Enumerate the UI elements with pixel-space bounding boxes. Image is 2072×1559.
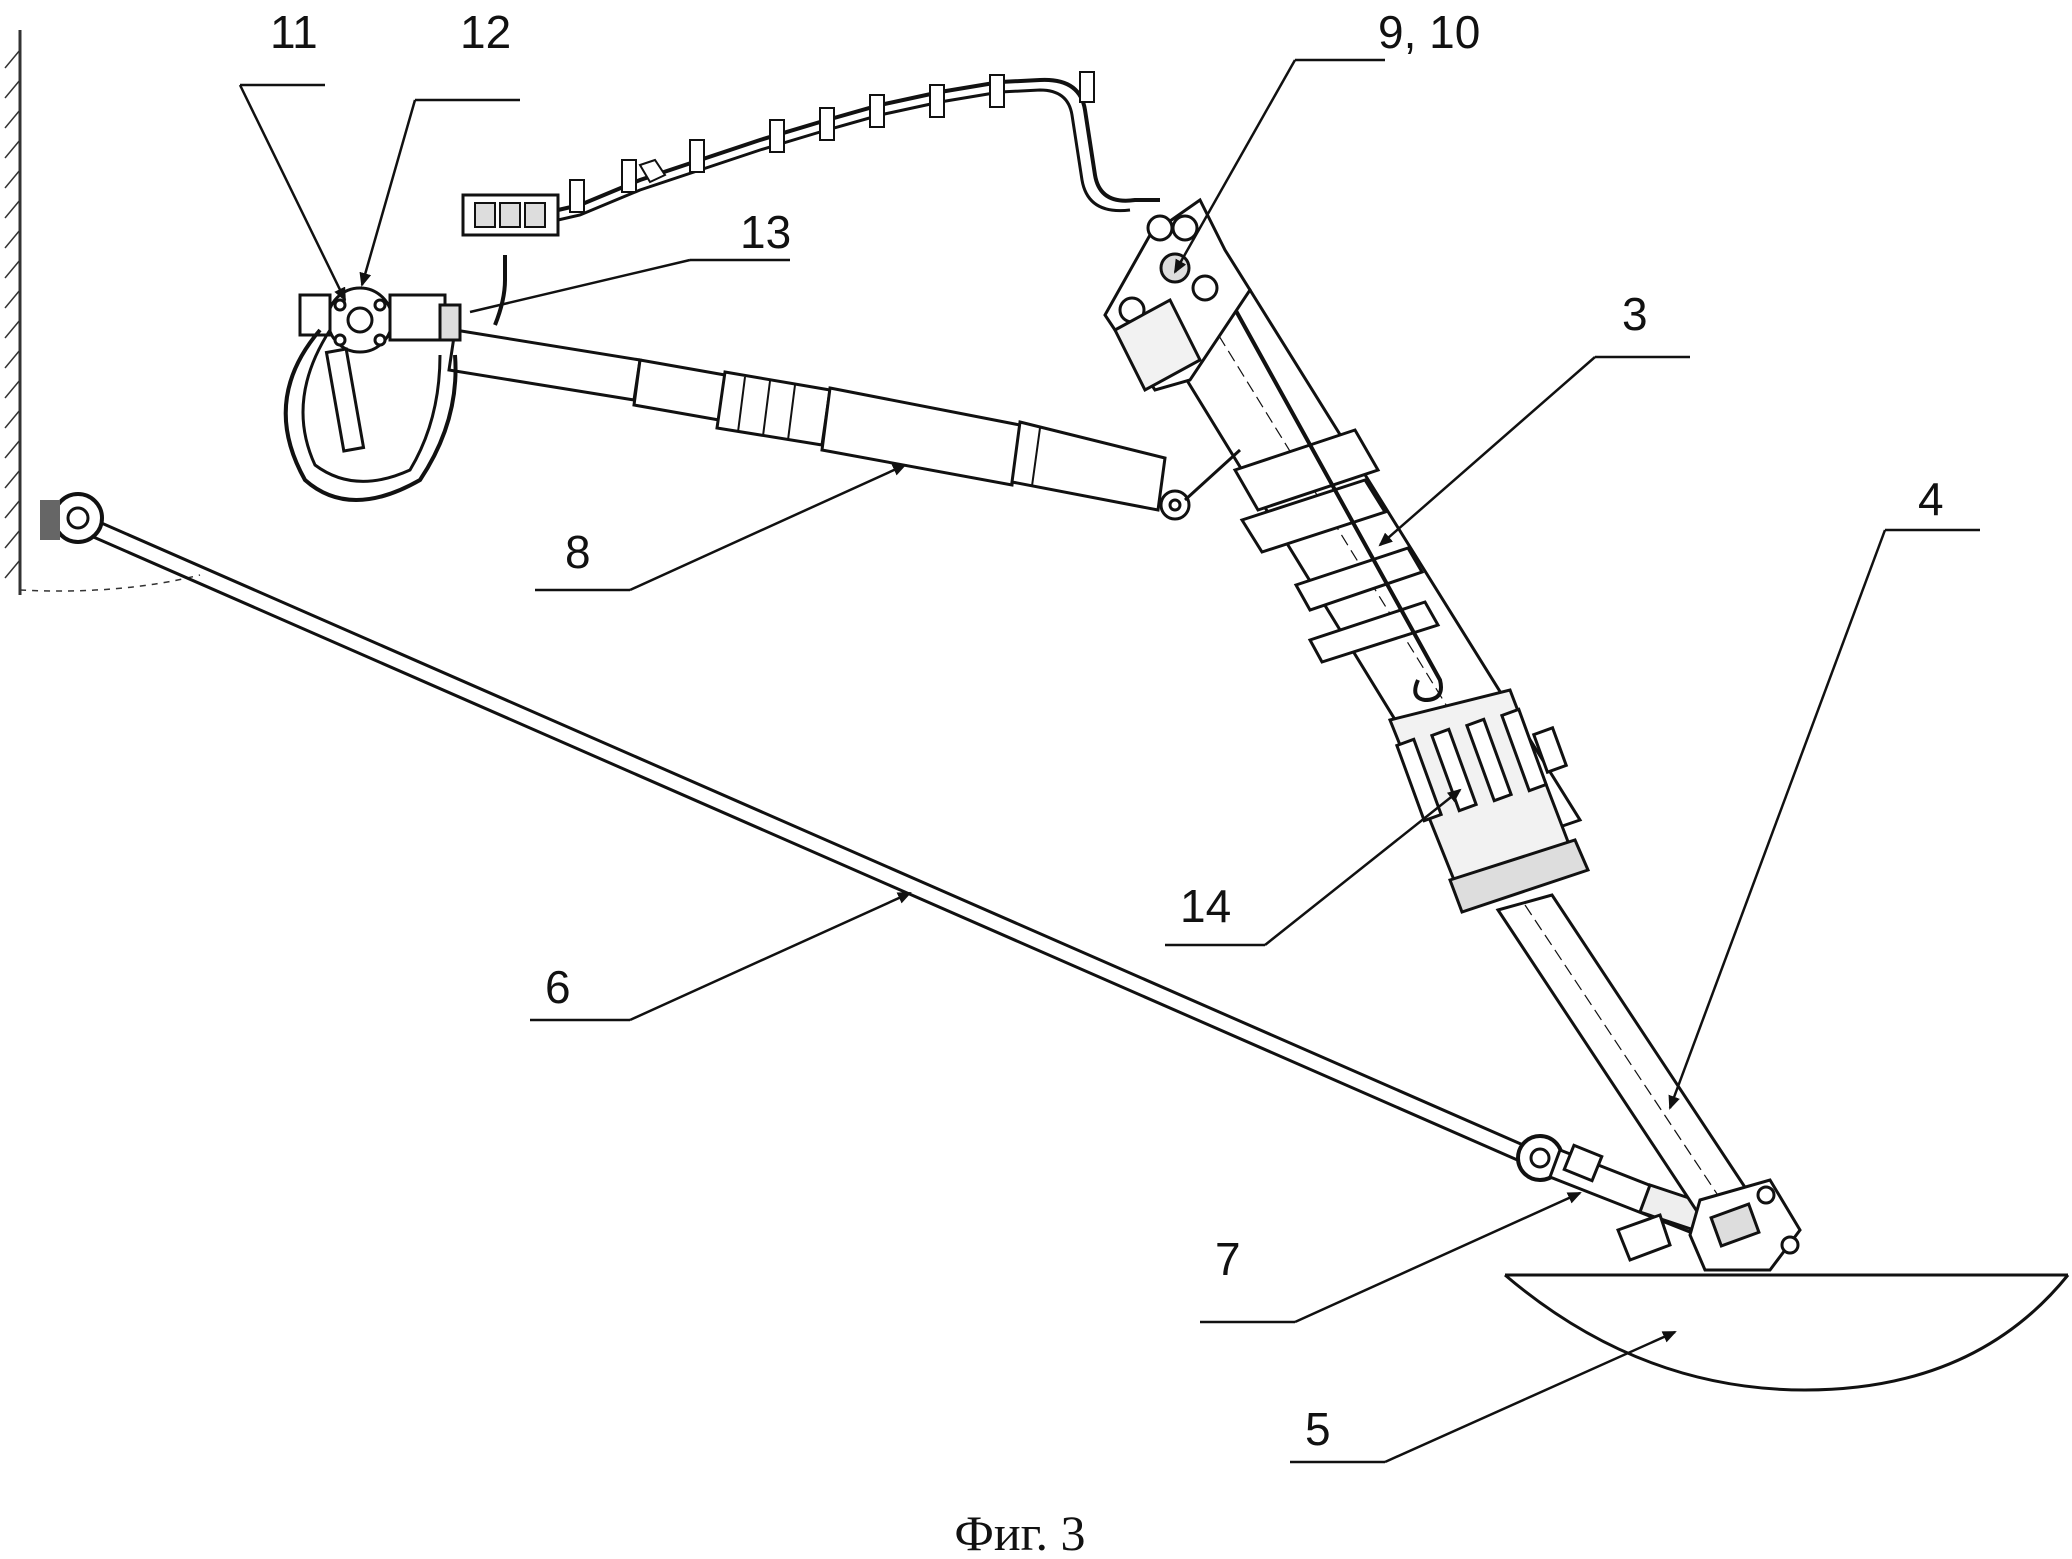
label-14: 14 (1180, 880, 1231, 932)
leader-lines (238, 58, 1980, 1464)
label-3: 3 (1622, 288, 1648, 340)
label-11: 11 (270, 6, 318, 58)
label-6: 6 (545, 961, 571, 1013)
figure-caption: Фиг. 3 (954, 1505, 1085, 1559)
wall (4, 30, 201, 595)
label-5: 5 (1305, 1403, 1331, 1455)
label-9-10: 9, 10 (1378, 6, 1480, 58)
label-4: 4 (1918, 473, 1944, 525)
label-12: 12 (460, 6, 511, 58)
label-13: 13 (740, 206, 791, 258)
main-boom (1103, 197, 1802, 1272)
label-8: 8 (565, 526, 591, 578)
bucket-segment (1504, 1273, 2070, 1392)
swivel-joint (283, 286, 462, 502)
hydraulic-line (461, 71, 1160, 326)
label-7: 7 (1215, 1233, 1241, 1285)
reference-labels: 11 12 13 9, 10 3 4 8 14 6 7 5 (270, 6, 1944, 1455)
hydraulic-cylinder (447, 328, 1242, 521)
